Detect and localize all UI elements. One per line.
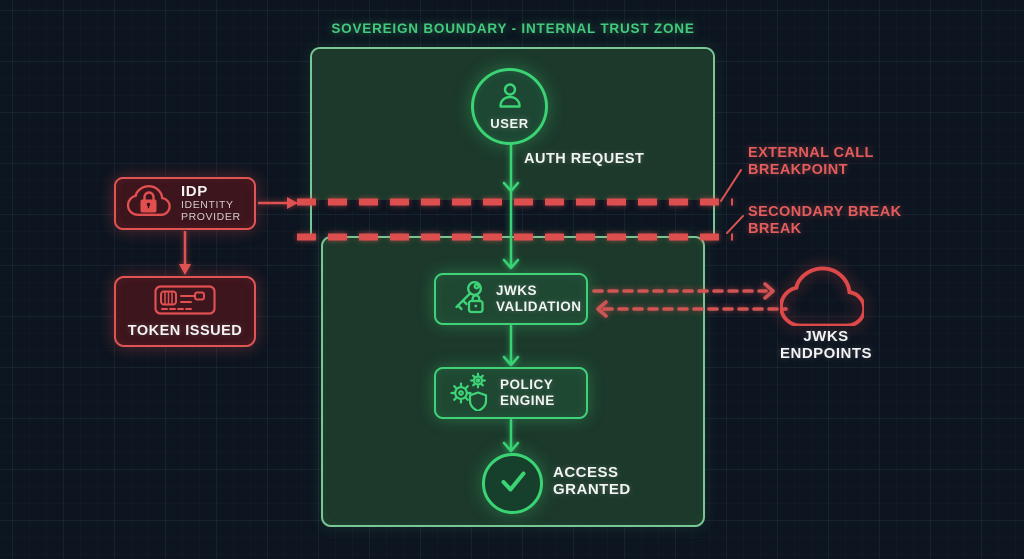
auth-request-label: AUTH REQUEST bbox=[524, 151, 645, 167]
user-label: USER bbox=[490, 116, 529, 131]
token-issued-node: TOKEN ISSUED bbox=[114, 276, 256, 347]
jwks-validation-node: JWKS VALIDATION bbox=[434, 273, 588, 325]
jwks-endpoints-cloud bbox=[779, 266, 867, 331]
user-node: USER bbox=[471, 68, 548, 145]
idp-node: IDP IDENTITY PROVIDER bbox=[114, 177, 256, 230]
policy-engine-line2: ENGINE bbox=[500, 393, 555, 408]
access-granted-node bbox=[482, 453, 543, 514]
jwks-arrowhead-icon bbox=[502, 258, 520, 270]
check-icon bbox=[494, 462, 532, 505]
external-call-breakpoint-label: EXTERNAL CALL BREAKPOINT bbox=[748, 145, 874, 178]
jwks-validation-line1: JWKS bbox=[496, 283, 538, 298]
policy-engine-line1: POLICY bbox=[500, 377, 554, 392]
token-arrowhead-icon bbox=[179, 264, 191, 275]
token-issued-label: TOKEN ISSUED bbox=[127, 322, 243, 339]
idp-title: IDP bbox=[181, 183, 208, 200]
secondary-break-leader-line bbox=[726, 215, 744, 234]
idp-subtitle-2: PROVIDER bbox=[181, 211, 241, 223]
access-arrowhead-icon bbox=[502, 441, 520, 453]
idp-subtitle-1: IDENTITY bbox=[181, 199, 234, 211]
secondary-break-label: SECONDARY BREAK BREAK bbox=[748, 204, 902, 237]
jwks-validation-line2: VALIDATION bbox=[496, 299, 582, 314]
trust-zone-upper-boundary bbox=[310, 47, 715, 237]
auth-arrowhead-icon bbox=[502, 181, 520, 193]
outbound-arrowhead-icon bbox=[763, 282, 775, 300]
idp-arrowhead-icon bbox=[287, 197, 298, 209]
external-break-leader-line bbox=[720, 169, 742, 202]
card-chip-icon bbox=[154, 284, 216, 320]
key-lock-icon bbox=[448, 278, 486, 321]
jwks-endpoints-label: JWKS ENDPOINTS bbox=[779, 328, 872, 362]
access-granted-label: ACCESS GRANTED bbox=[553, 464, 631, 498]
inbound-arrowhead-icon bbox=[596, 300, 608, 318]
policy-arrowhead-icon bbox=[502, 355, 520, 367]
trust-zone-title: SOVEREIGN BOUNDARY - INTERNAL TRUST ZONE bbox=[331, 21, 695, 36]
policy-engine-node: POLICY ENGINE bbox=[434, 367, 588, 419]
cloud-lock-icon bbox=[126, 183, 172, 225]
gears-shield-icon bbox=[448, 371, 490, 416]
user-icon bbox=[494, 80, 526, 117]
cloud-icon bbox=[779, 266, 867, 330]
